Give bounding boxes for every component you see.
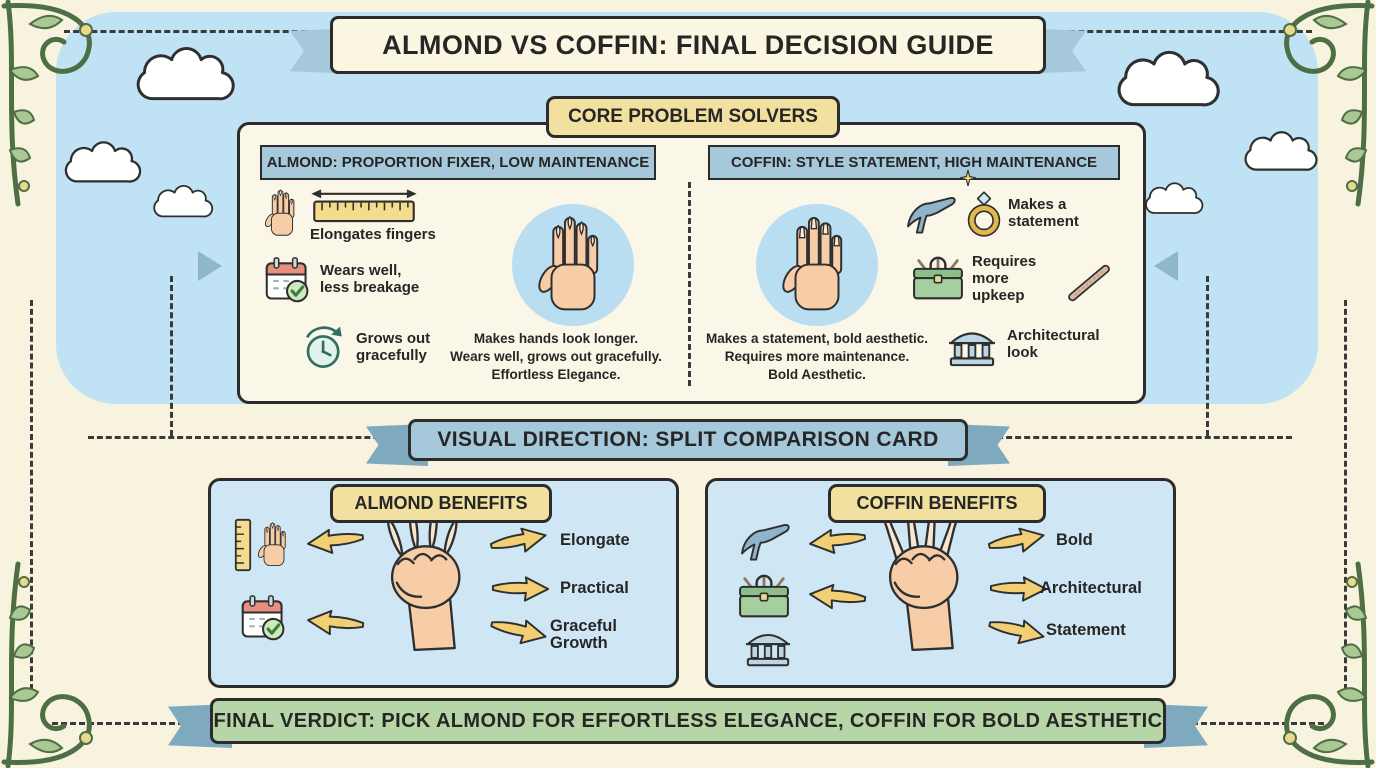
toolbox-icon <box>736 574 792 620</box>
ring-icon <box>964 190 1004 238</box>
caption-line: Bold Aesthetic. <box>768 366 866 382</box>
core-solvers-label: CORE PROBLEM SOLVERS <box>568 106 818 127</box>
dashed-line <box>88 436 406 439</box>
hand-icon <box>262 186 302 241</box>
heel-icon <box>902 191 960 237</box>
pointer-triangle-icon <box>198 251 222 281</box>
caption-line: Makes a statement, bold aesthetic. <box>705 331 929 346</box>
point-label: Makes a statement <box>1008 196 1079 230</box>
benefit-label: Bold <box>1056 531 1093 549</box>
dashed-line <box>30 300 33 690</box>
dashed-line <box>970 436 1292 439</box>
coffin-hand-badge <box>756 204 878 326</box>
caption-line: Requires more maintenance. <box>724 348 910 364</box>
dashed-line <box>1192 722 1324 725</box>
almond-benefits-label: ALMOND BENEFITS <box>354 493 528 513</box>
final-verdict-text: FINAL VERDICT: PICK ALMOND FOR EFFORTLES… <box>210 698 1166 744</box>
heel-icon <box>736 518 794 564</box>
almond-fist-icon <box>366 506 478 651</box>
coffin-benefits-label: COFFIN BENEFITS <box>856 493 1018 513</box>
toolbox-icon <box>910 256 966 302</box>
column-divider <box>688 182 691 386</box>
point-label: Architectural look <box>1007 327 1100 361</box>
benefit-label: Practical <box>560 579 629 597</box>
arrow-left-icon <box>805 579 870 615</box>
point-label: Wears well, less breakage <box>320 262 420 296</box>
almond-hand-icon <box>532 209 614 321</box>
caption-line: Makes hands look longer. <box>473 331 639 346</box>
core-solvers-pill: CORE PROBLEM SOLVERS <box>546 96 840 138</box>
nail-file-icon <box>1063 260 1115 307</box>
vine-flourish-icon <box>0 558 150 768</box>
title-ribbon: ALMOND VS COFFIN: FINAL DECISION GUIDE <box>290 16 1086 74</box>
point-label: Grows out gracefully <box>356 330 431 364</box>
dashed-line <box>170 276 173 436</box>
cloud-icon <box>148 182 220 222</box>
arch-building-icon <box>945 322 999 368</box>
clock-growth-icon <box>300 324 348 372</box>
vine-flourish-icon <box>1226 0 1376 210</box>
dashed-line <box>1344 300 1347 690</box>
cloud-icon <box>1140 180 1210 218</box>
coffin-fist-icon <box>864 506 976 651</box>
almond-point-elongates: Elongates fingers <box>262 186 436 244</box>
almond-caption: Makes hands look longer. Wears well, gro… <box>430 330 682 383</box>
sparkle-icon <box>960 170 976 186</box>
almond-point-grows-out: Grows out gracefully <box>300 324 456 372</box>
caption-line: Wears well, grows out gracefully. <box>450 348 662 364</box>
coffin-column-header: COFFIN: STYLE STATEMENT, HIGH MAINTENANC… <box>708 145 1120 180</box>
benefit-label: Elongate <box>560 531 630 549</box>
visual-direction-ribbon: VISUAL DIRECTION: SPLIT COMPARISON CARD <box>366 419 1010 466</box>
almond-benefits-pill: ALMOND BENEFITS <box>330 484 552 523</box>
caption-line: Effortless Elegance. <box>491 366 621 382</box>
almond-column-header: ALMOND: PROPORTION FIXER, LOW MAINTENANC… <box>260 145 656 180</box>
dashed-line <box>52 722 184 725</box>
almond-point-wears-well: Wears well, less breakage <box>264 256 425 304</box>
coffin-hand-icon <box>776 209 858 321</box>
coffin-column-header-label: COFFIN: STYLE STATEMENT, HIGH MAINTENANC… <box>730 154 1098 171</box>
pointer-triangle-icon <box>1154 251 1178 281</box>
coffin-caption: Makes a statement, bold aesthetic. Requi… <box>694 330 940 383</box>
dashed-line <box>64 30 316 33</box>
point-label: Elongates fingers <box>310 226 436 243</box>
vine-flourish-icon <box>0 0 150 210</box>
coffin-point-architectural: Architectural look <box>945 322 1117 368</box>
almond-column-header-label: ALMOND: PROPORTION FIXER, LOW MAINTENANC… <box>266 154 650 171</box>
arrow-left-icon <box>303 605 368 641</box>
point-label: Requires more upkeep <box>972 253 1037 304</box>
cloud-icon <box>1108 48 1232 112</box>
benefit-label: Statement <box>1046 621 1126 639</box>
page-title: ALMOND VS COFFIN: FINAL DECISION GUIDE <box>330 16 1046 74</box>
coffin-point-statement: Makes a statement <box>902 190 1094 238</box>
calendar-check-icon <box>240 594 288 642</box>
almond-hand-badge <box>512 204 634 326</box>
calendar-check-icon <box>264 256 312 304</box>
final-verdict-ribbon: FINAL VERDICT: PICK ALMOND FOR EFFORTLES… <box>168 698 1208 748</box>
benefit-label: Architectural <box>1040 579 1142 597</box>
dashed-line <box>1060 30 1312 33</box>
arrow-right-icon <box>490 574 552 604</box>
benefit-label: Graceful Growth <box>550 617 617 653</box>
ruler-icon <box>234 516 252 574</box>
vine-flourish-icon <box>1226 558 1376 768</box>
visual-direction-title: VISUAL DIRECTION: SPLIT COMPARISON CARD <box>408 419 968 461</box>
hand-icon <box>255 519 293 571</box>
arch-building-icon <box>742 624 794 668</box>
coffin-point-upkeep: Requires more upkeep <box>910 253 1116 307</box>
ruler-hand-benefit-icon <box>234 516 293 574</box>
ruler-icon <box>310 186 418 225</box>
coffin-benefits-pill: COFFIN BENEFITS <box>828 484 1046 523</box>
dashed-line <box>1206 276 1209 436</box>
